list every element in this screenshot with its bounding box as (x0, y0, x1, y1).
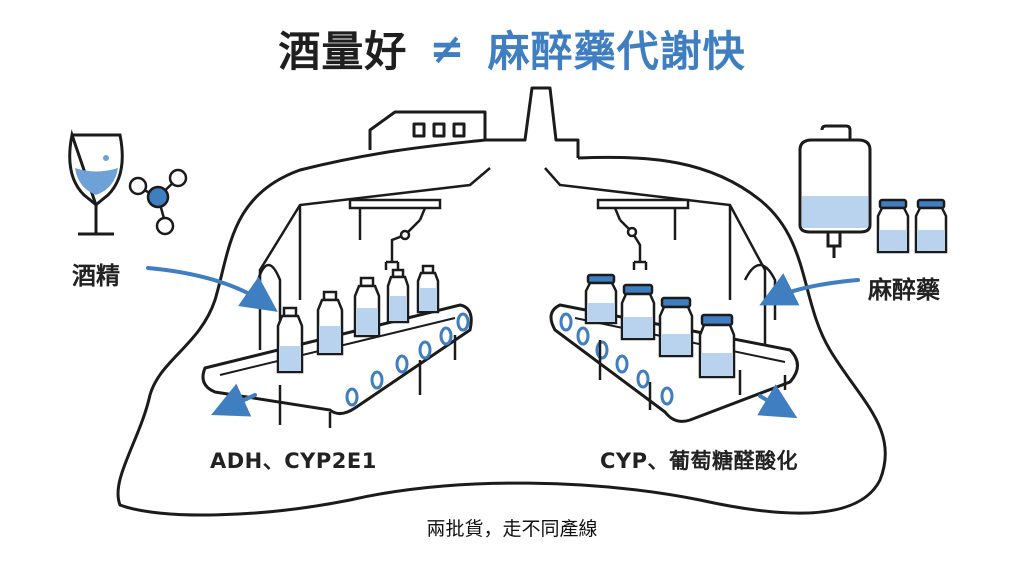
vial (584, 273, 618, 325)
arrow-alcohol-in (146, 266, 278, 312)
arrow-right-out (757, 384, 798, 419)
bottle (276, 306, 304, 374)
anesthetic-label: 麻醉藥 (868, 276, 940, 304)
bottle (386, 268, 410, 324)
not-equal-symbol: ≠ (429, 23, 466, 73)
factory-icon (368, 86, 580, 158)
anesthetic-vials (584, 273, 736, 379)
title-part-1: 酒量好 (278, 26, 408, 76)
factory-outline (116, 138, 887, 517)
bottle (316, 290, 344, 356)
vial (658, 296, 694, 358)
iv-bag-icon (798, 124, 872, 258)
title-part-2: 麻醉藥代謝快 (487, 26, 746, 76)
alcohol-label: 酒精 (72, 262, 120, 290)
bottle (416, 264, 440, 314)
vial-icon (876, 198, 948, 254)
molecule-icon (128, 168, 188, 236)
flow-arrows (146, 266, 860, 419)
wine-glass-icon (68, 129, 124, 236)
robot-arm-right (596, 198, 690, 270)
bottle (353, 276, 381, 338)
right-enzymes-label: CYP、葡萄糖醛酸化 (600, 449, 799, 473)
left-enzymes-label: ADH、CYP2E1 (210, 449, 377, 473)
arrow-anesthetic-in (759, 273, 860, 306)
vial (698, 313, 736, 379)
alcohol-bottles (276, 264, 440, 374)
arrow-left-out (211, 383, 257, 417)
page-title: 酒量好 ≠ 麻醉藥代謝快 (0, 16, 1024, 80)
vial (620, 283, 656, 341)
robot-arm-left (348, 198, 442, 270)
caption: 兩批貨，走不同產線 (426, 518, 598, 540)
